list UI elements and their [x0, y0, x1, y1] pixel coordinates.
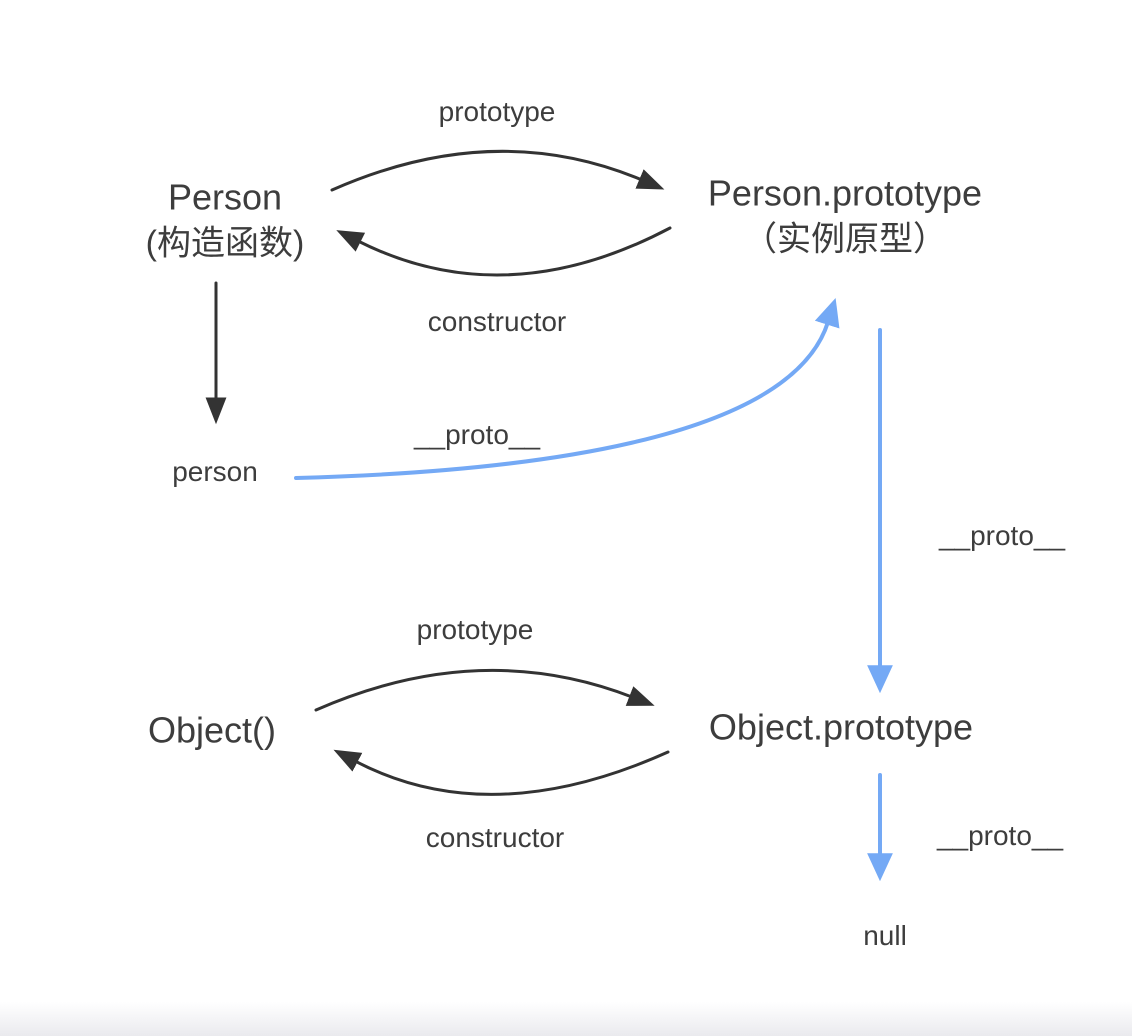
node-object-constructor: Object() — [147, 709, 277, 751]
object-constructor-curve-arrow — [333, 749, 670, 796]
person-prototype-curve-arrow — [330, 149, 665, 192]
label-prototype-top: prototype — [438, 95, 556, 127]
node-person-constructor-subtitle: (构造函数) — [145, 224, 305, 263]
label-prototype-bottom: prototype — [416, 613, 534, 645]
node-person-prototype-title: Person.prototype — [707, 172, 983, 214]
person-constructor-curve-arrow — [336, 226, 672, 277]
label-proto-right-upper: __proto__ — [938, 519, 1066, 551]
label-proto-right-lower: __proto__ — [936, 819, 1064, 851]
object-prototype-curve-arrow — [314, 668, 655, 712]
label-constructor-bottom: constructor — [425, 821, 565, 853]
node-person-constructor-title: Person — [167, 176, 283, 218]
node-null: null — [863, 919, 907, 951]
label-proto-mid: __proto__ — [413, 418, 541, 450]
label-constructor-top: constructor — [427, 305, 567, 337]
node-person-prototype: Person.prototype （实例原型） — [708, 171, 982, 262]
node-person-constructor: Person (构造函数) — [146, 175, 305, 266]
node-person-instance: person — [172, 455, 258, 487]
person-proto-link-arrow — [294, 297, 840, 480]
node-person-prototype-subtitle: （实例原型） — [742, 220, 947, 259]
node-object-prototype: Object.prototype — [708, 706, 974, 748]
